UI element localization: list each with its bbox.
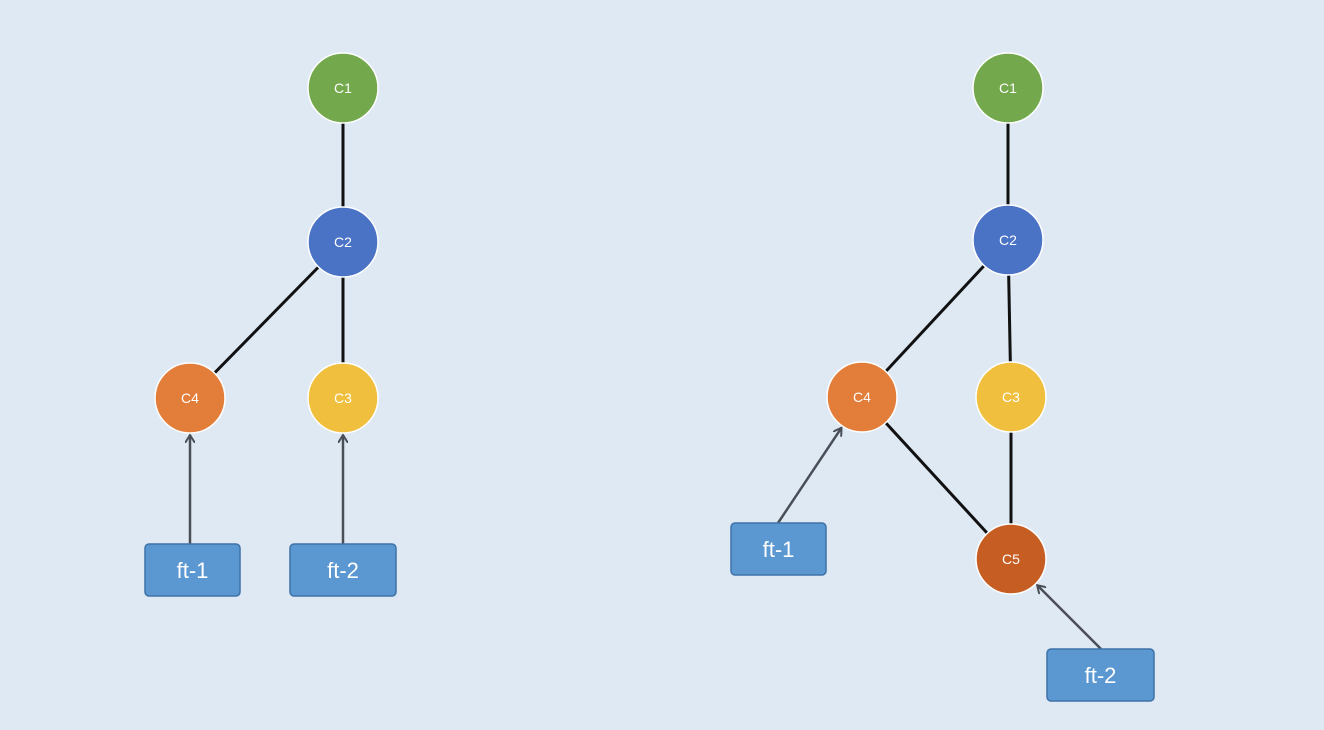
edge-after-c2-c3 — [1007, 274, 1012, 363]
commit-circle — [972, 52, 1044, 124]
commit-label: C4 — [181, 390, 199, 406]
branch-box — [289, 543, 397, 597]
edge-after-c4-c5 — [884, 421, 989, 535]
branch-box — [1046, 648, 1155, 702]
commit-edges — [213, 123, 1013, 535]
commit-label: C3 — [334, 390, 352, 406]
commit-circle — [154, 362, 226, 434]
commit-circle — [307, 206, 379, 278]
branch-label-after-ft2: ft-2 — [1046, 648, 1155, 702]
edge-before-c2-c4 — [213, 265, 320, 375]
commit-circle — [307, 52, 379, 124]
edge-after-c2-c4 — [884, 264, 986, 373]
commit-circle — [972, 204, 1044, 276]
branch-label-before-ft1: ft-1 — [144, 543, 241, 597]
commit-node-before-c1: C1 — [307, 52, 379, 124]
commit-label: C4 — [853, 389, 871, 405]
commit-label: C1 — [999, 80, 1017, 96]
branch-name: ft-1 — [177, 558, 209, 583]
branch-labels: ft-1 ft-2 ft-1 ft-2 — [144, 522, 1155, 702]
branch-box — [144, 543, 241, 597]
commit-label: C5 — [1002, 551, 1020, 567]
commit-label: C2 — [999, 232, 1017, 248]
commit-node-before-c3: C3 — [307, 362, 379, 434]
branch-label-before-ft2: ft-2 — [289, 543, 397, 597]
branch-box — [730, 522, 827, 576]
pointer-arrow-after-ft1 — [776, 428, 841, 524]
commit-node-before-c2: C2 — [307, 206, 379, 278]
commit-node-after-c3: C3 — [975, 361, 1047, 433]
commit-circle — [307, 362, 379, 434]
branch-name: ft-1 — [763, 537, 795, 562]
commit-circle — [975, 361, 1047, 433]
commit-label: C1 — [334, 80, 352, 96]
commit-label: C2 — [334, 234, 352, 250]
commit-node-after-c2: C2 — [972, 204, 1044, 276]
commit-label: C3 — [1002, 389, 1020, 405]
commit-node-after-c1: C1 — [972, 52, 1044, 124]
commit-node-after-c5: C5 — [975, 523, 1047, 595]
commit-circle — [975, 523, 1047, 595]
commit-node-before-c4: C4 — [154, 362, 226, 434]
branch-name: ft-2 — [327, 558, 359, 583]
branch-name: ft-2 — [1085, 663, 1117, 688]
branch-label-after-ft1: ft-1 — [730, 522, 827, 576]
branch-pointers — [190, 428, 1102, 650]
commit-circle — [826, 361, 898, 433]
pointer-arrow-after-ft2 — [1037, 585, 1102, 650]
commit-node-after-c4: C4 — [826, 361, 898, 433]
